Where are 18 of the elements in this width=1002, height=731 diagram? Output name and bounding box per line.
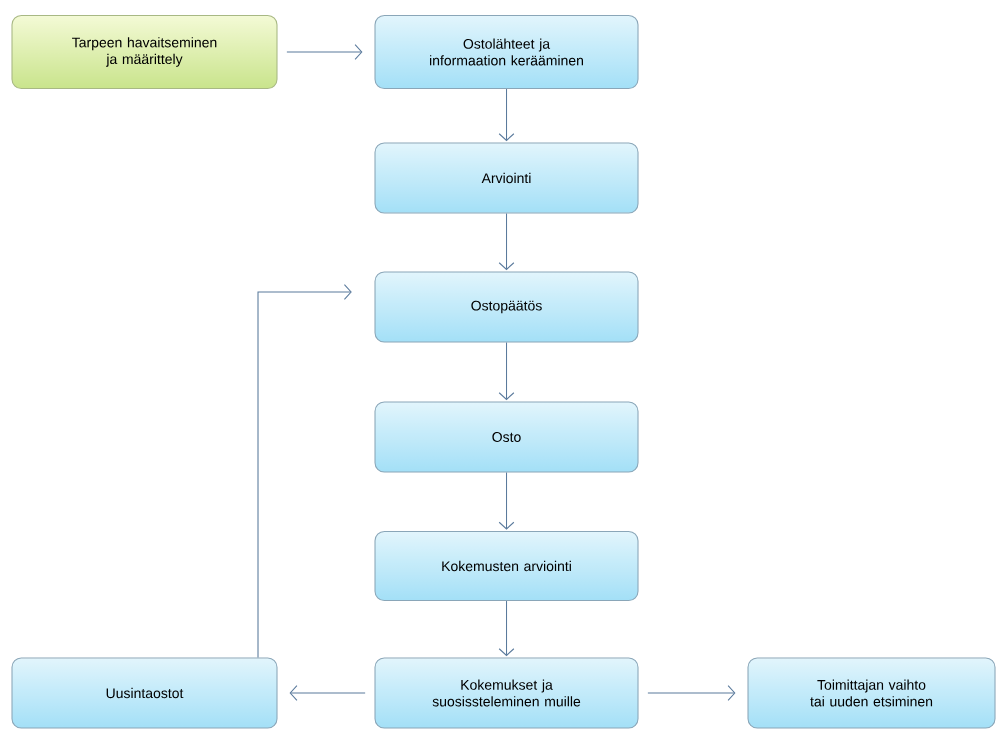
arrow <box>498 600 515 657</box>
arrow <box>498 213 515 271</box>
arrow <box>498 342 515 401</box>
arrow <box>647 685 736 701</box>
process-box: Toimittajan vaihto tai uuden etsiminen <box>747 657 996 729</box>
process-box: Ostolähteet ja informaation kerääminen <box>374 14 639 90</box>
process-box: Osto <box>374 401 639 473</box>
arrow <box>498 472 515 530</box>
process-box: Ostopäätös <box>374 271 639 343</box>
process-box: Kokemukset ja suosissteleminen muille <box>374 657 639 729</box>
arrow <box>257 284 352 658</box>
arrow <box>289 685 366 701</box>
process-box: Arviointi <box>374 142 639 214</box>
process-box: Kokemusten arviointi <box>374 530 639 602</box>
arrow <box>498 88 515 142</box>
arrow <box>286 44 363 60</box>
process-box: Tarpeen havaitseminen ja määrittely <box>11 14 278 90</box>
process-box: Uusintaostot <box>11 657 278 729</box>
